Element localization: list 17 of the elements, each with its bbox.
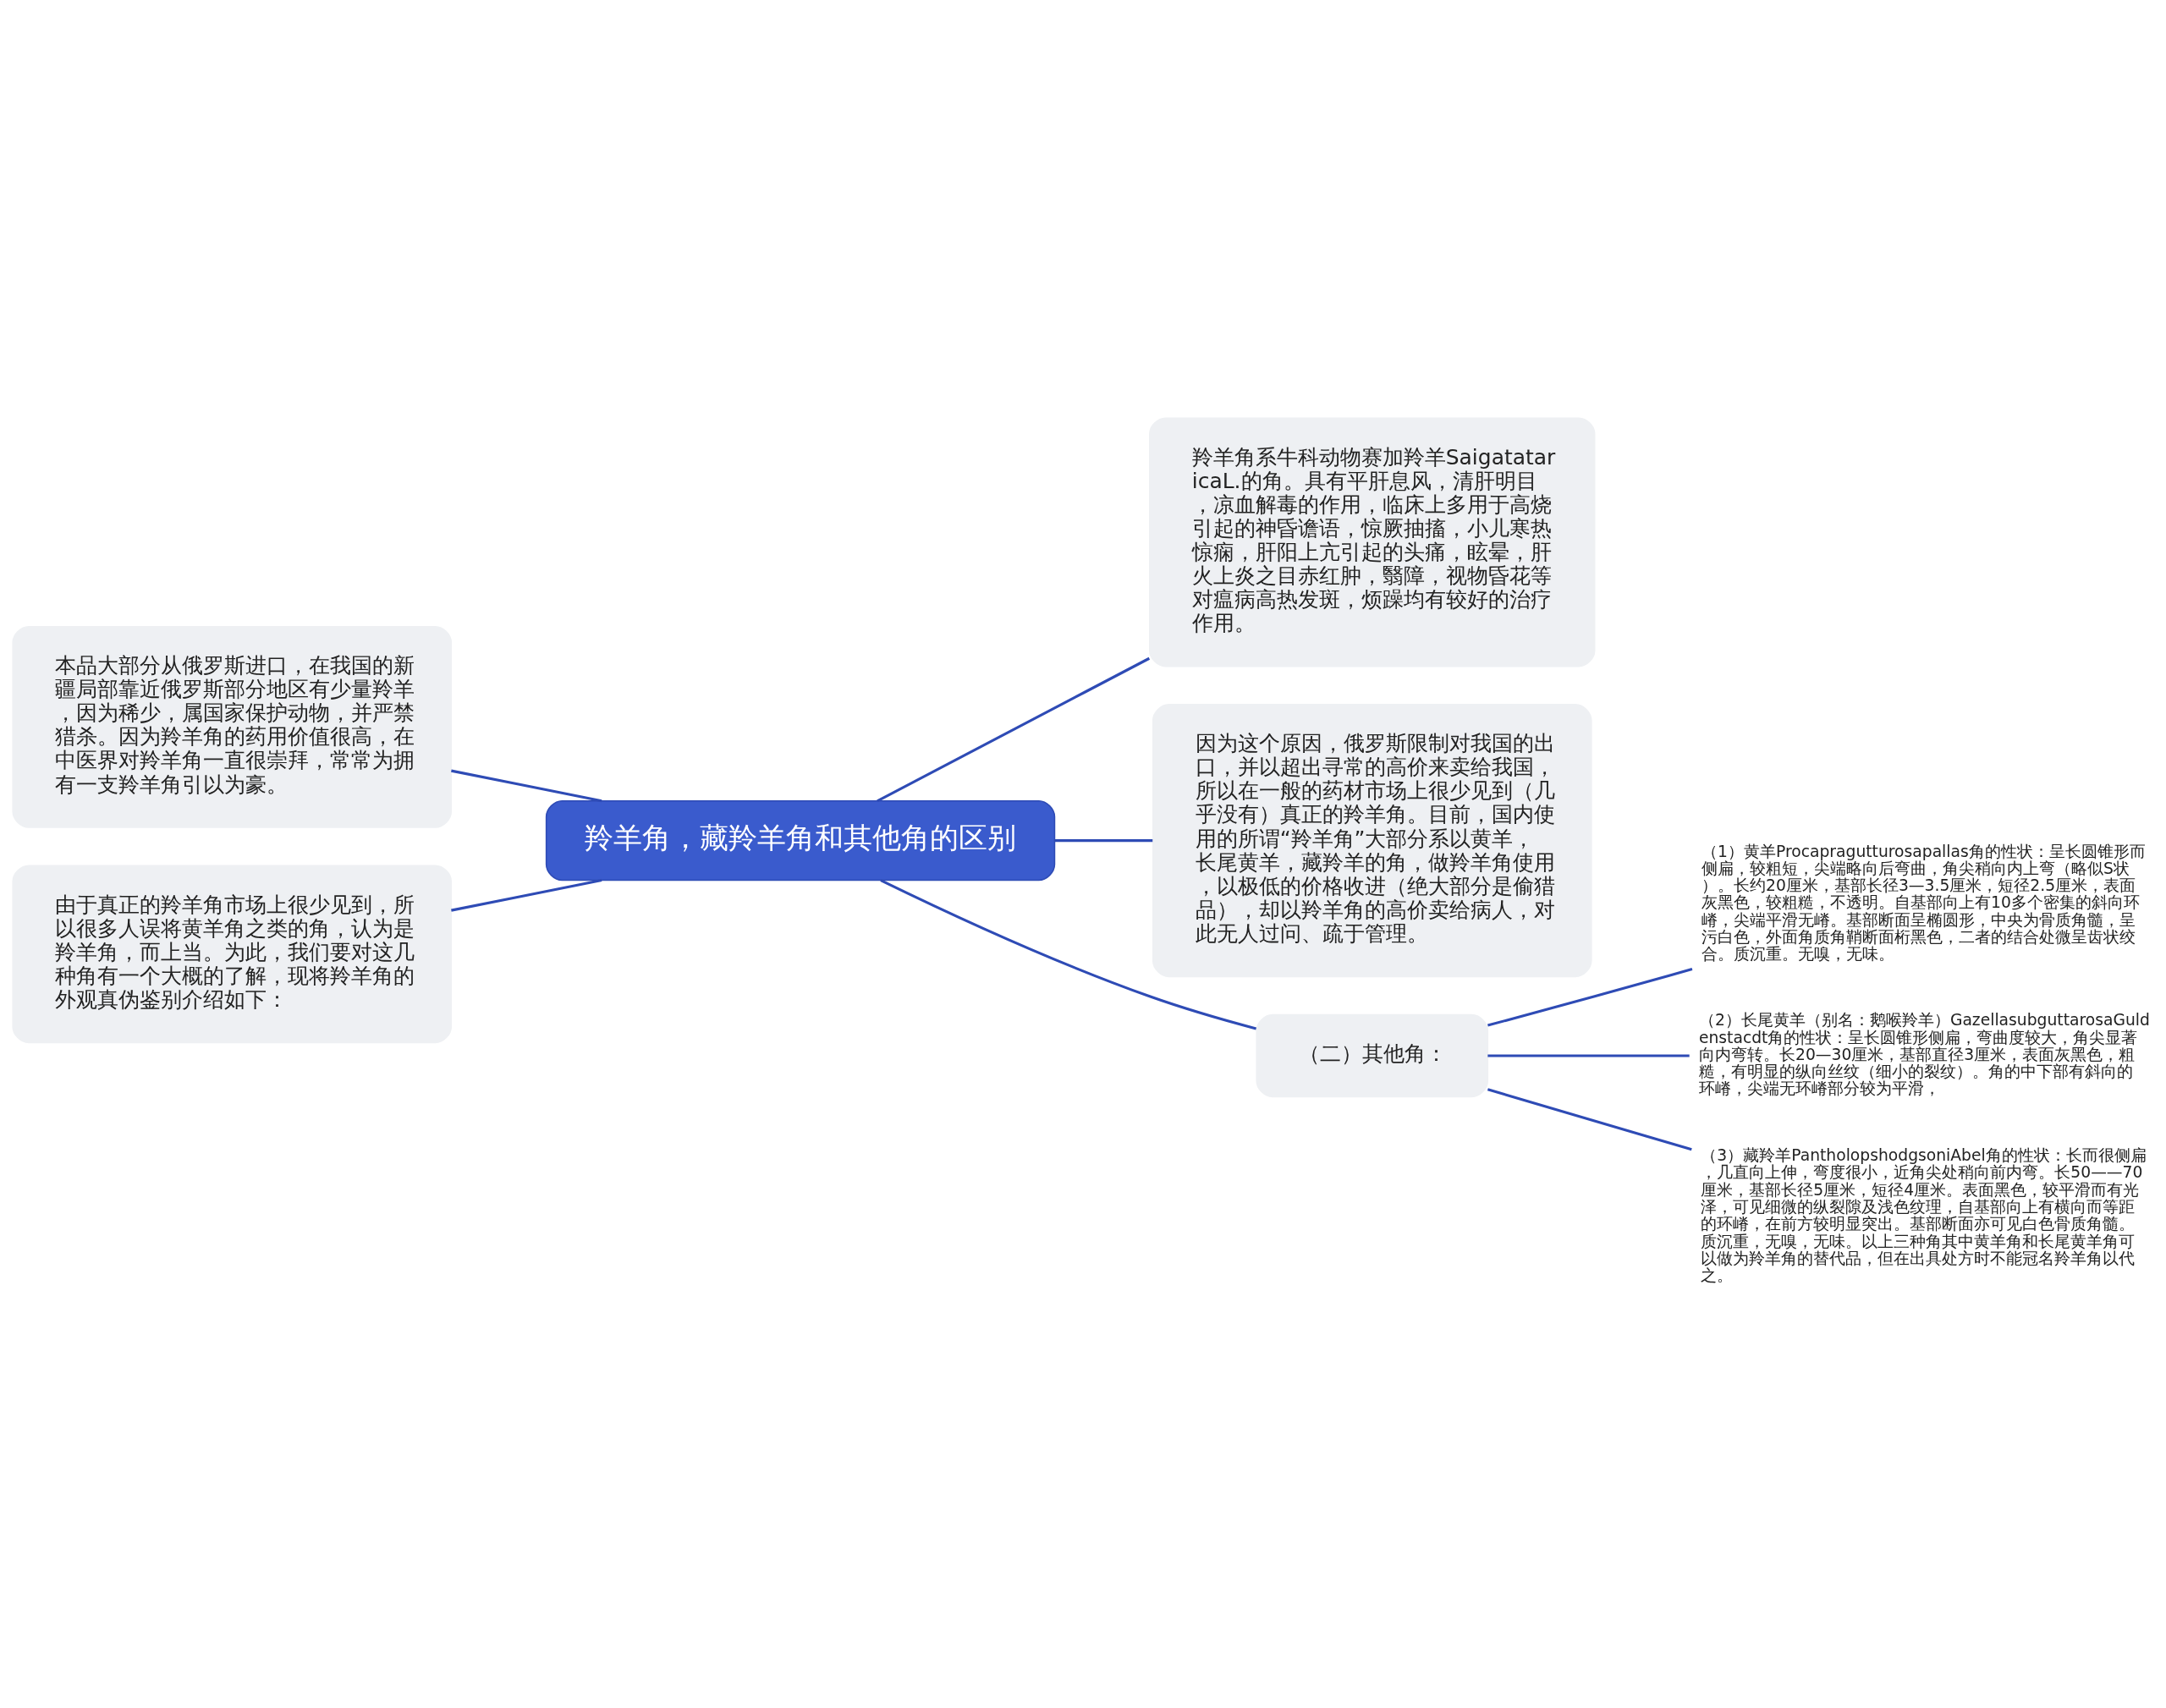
node-box: （二）其他角： xyxy=(1256,1013,1489,1097)
connector xyxy=(451,769,602,802)
node-box: 因为这个原因，俄罗斯限制对我国的出口，并以超出寻常的高价来卖给我国，所以在一般的药材市场上很少见到（几乎没有）真正的羚羊角。目前，国内使用的所谓“羚羊角”大部分系以黄羊，长尾黄羊，藏羚羊的角，做羚羊角使用，以极低的价格收进（绝大部分是偷猎品），却以羚羊角的高价卖给病人，对此无人过问、疏于管理。 xyxy=(1152,703,1592,977)
connector xyxy=(880,878,1257,1030)
connector xyxy=(1054,838,1153,842)
connector xyxy=(1487,1087,1692,1151)
node-box: 由于真正的羚羊角市场上很少见到，所以很多人误将黄羊角之类的角，认为是羚羊角，而上当。为此，我们要对这几种角有一个大概的了解，现将羚羊角的外观真伪鉴别介绍如下： xyxy=(12,865,453,1043)
node-text: （1）黄羊Procapragutturosapallas角的性状：呈长圆锥形而侧扁，较粗短，尖端略向后弯曲，角尖稍向内上弯（略似S状）。长约20厘米，基部长径3—3.5厘米，短径2.5厘米，表面灰黑色，较粗糙，不透明。自基部向上有10多个密集的斜向环嵴，尖端平滑无嵴。基部断面呈椭圆形，中央为骨质角髓，呈污白色，外面角质角鞘断面桁黑色，二者的结合处微呈齿状绞合。质沉重。无嗅，无味。 xyxy=(1701,842,2146,963)
node-text: （2）长尾黄羊（别名：鹅喉羚羊）GazellasubguttarosaGuldenstacdt角的性状：呈长圆锥形侧扁，弯曲度较大，角尖显著向内弯转。长20—30厘米，基部直径3厘米，表面灰黑色，粗糙，有明显的纵向丝纹（细小的裂纹）。角的中下部有斜向的环嵴，尖端无环嵴部分较为平滑， xyxy=(1698,1010,2150,1097)
connector xyxy=(877,656,1151,802)
node-text: （3）藏羚羊PantholopshodgsoniAbel角的性状：长而很侧扁，几直向上伸，弯度很小，近角尖处稍向前内弯。长50——70厘米，基部长径5厘米，短径4厘米。表面黑色，较平滑而有光泽，可见细微的纵裂隙及浅色纹理，自基部向上有横向而等距的环嵴，在前方较明显突出。基部断面亦可见白色骨质角髓。质沉重，无嗅，无味。以上三种角其中黄羊角和长尾黄羊角可以做为羚羊角的替代品，但在出具处方时不能冠名羚羊角以代之。 xyxy=(1701,1145,2147,1284)
connector xyxy=(1487,967,1693,1027)
node-box: 羚羊角，藏羚羊角和其他角的区别 xyxy=(545,799,1056,881)
node-box: 羚羊角系牛科动物赛加羚羊SaigatataricaL.的角。具有平肝息风，清肝明目，凉血解毒的作用，临床上多用于高烧引起的神昏谵语，惊厥抽搐，小儿寒热惊痫，肝阳上亢引起的头痛，眩晕，肝火上炎之目赤红肿，翳障，视物昏花等对瘟病高热发斑，烦躁均有较好的治疗作用。 xyxy=(1149,416,1596,667)
connector xyxy=(451,878,602,912)
connector xyxy=(1487,1053,1690,1057)
node-box: 本品大部分从俄罗斯进口，在我国的新疆局部靠近俄罗斯部分地区有少量羚羊，因为稀少，属国家保护动物，并严禁猎杀。因为羚羊角的药用价值很高，在中医界对羚羊角一直很崇拜，常常为拥有一支羚羊角引以为豪。 xyxy=(12,625,453,828)
